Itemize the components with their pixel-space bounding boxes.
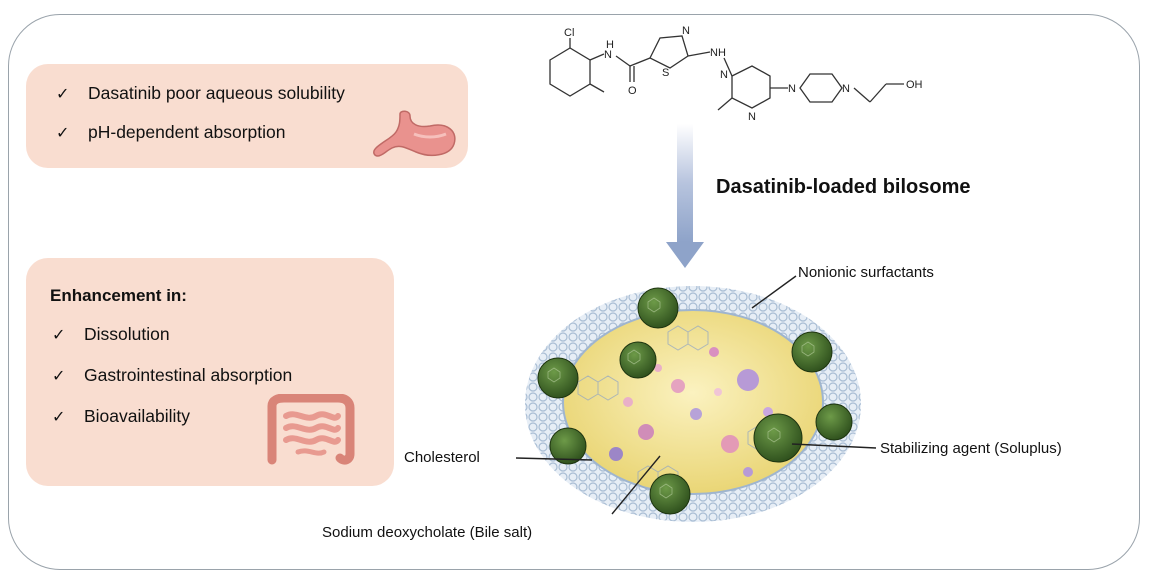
atom-o: O [628, 85, 637, 97]
process-title: Dasatinib-loaded bilosome [716, 176, 971, 198]
problem-ph-absorption: pH-dependent absorption [88, 122, 286, 142]
enhancement-card: Enhancement in: ✓ Dissolution ✓ Gastroin… [26, 258, 394, 486]
atom-nh: NH [710, 47, 726, 59]
check-icon: ✓ [52, 409, 66, 426]
atom-n: N [720, 69, 728, 81]
atom-n: N [842, 83, 850, 95]
enhancement-heading: Enhancement in: [50, 286, 187, 305]
check-icon: ✓ [56, 86, 70, 103]
atom-cl: Cl [564, 27, 574, 39]
atom-s: S [662, 67, 669, 79]
check-icon: ✓ [52, 368, 66, 385]
bilosome-illustration [525, 286, 861, 522]
check-icon: ✓ [56, 125, 70, 142]
problems-card: ✓ Dasatinib poor aqueous solubility ✓ pH… [26, 64, 468, 168]
problem-solubility: Dasatinib poor aqueous solubility [88, 83, 345, 103]
dasatinib-structure: Cl N H O N S NH N N N N OH [549, 25, 923, 123]
stomach-icon [373, 110, 456, 157]
atom-oh: OH [906, 79, 923, 91]
label-nonionic-surfactants: Nonionic surfactants [798, 264, 934, 281]
intestine-icon [267, 394, 355, 465]
enhancement-bioavailability: Bioavailability [84, 406, 191, 426]
atom-n: N [788, 83, 796, 95]
atom-n: N [748, 111, 756, 123]
label-stabilizing-agent: Stabilizing agent (Soluplus) [880, 440, 1062, 457]
enhancement-gi-absorption: Gastrointestinal absorption [84, 365, 293, 385]
arrow-down-icon [666, 124, 704, 268]
enhancement-dissolution: Dissolution [84, 324, 170, 344]
label-cholesterol: Cholesterol [404, 449, 480, 466]
atom-h: H [606, 39, 614, 51]
atom-n: N [604, 49, 612, 61]
check-icon: ✓ [52, 327, 66, 344]
label-bile-salt: Sodium deoxycholate (Bile salt) [322, 524, 533, 541]
atom-n: N [682, 25, 690, 37]
